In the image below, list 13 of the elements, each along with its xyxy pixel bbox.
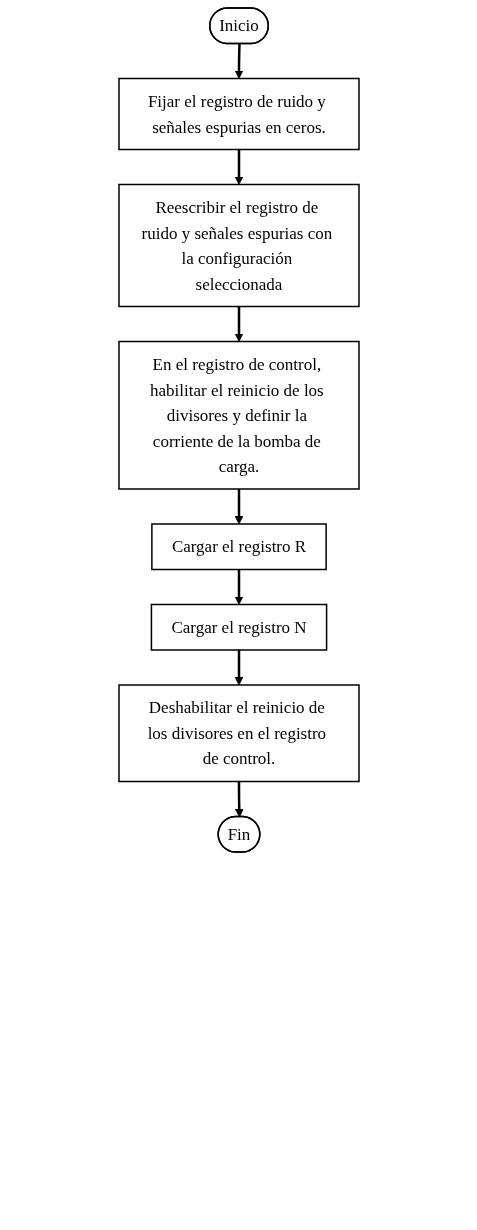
node-box: En el registro de control, habilitar el reinicio de los divisores y definir la corriente de la bomba de carga. bbox=[117, 340, 360, 490]
node-box: Cargar el registro N bbox=[150, 603, 327, 651]
node-box: Reescribir el registro de ruido y señales espurias con la configuración seleccionada bbox=[117, 183, 360, 308]
arrow bbox=[234, 650, 243, 686]
arrow bbox=[234, 306, 243, 342]
arrow bbox=[234, 569, 243, 605]
arrow bbox=[234, 43, 243, 79]
arrow bbox=[234, 149, 243, 185]
node-box: Deshabilitar el reinicio de los divisores en el registro de control. bbox=[117, 684, 360, 783]
node-box: Cargar el registro R bbox=[150, 523, 327, 571]
node-box: Fijar el registro de ruido y señales espurias en ceros. bbox=[117, 77, 360, 151]
arrow bbox=[234, 489, 243, 525]
arrow bbox=[234, 781, 244, 818]
